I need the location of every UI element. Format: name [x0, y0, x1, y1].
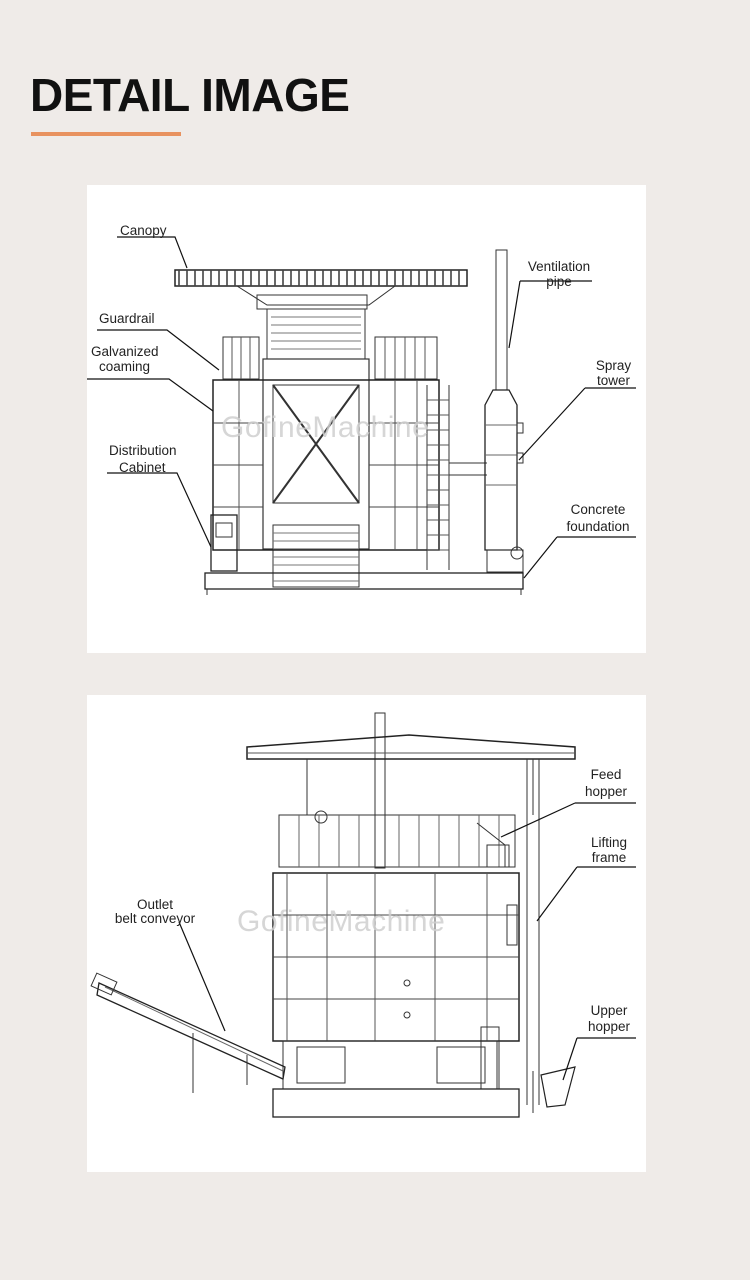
- label-lifting-frame-line1: Lifting: [590, 835, 628, 850]
- label-spray-tower-line1: Spray: [595, 358, 632, 373]
- ventilation-pipe-shape: [495, 249, 508, 391]
- label-distribution-cabinet-line1: Distribution: [109, 443, 177, 458]
- lifting-frame-shape: [506, 759, 540, 1105]
- watermark: GofineMachine: [237, 905, 446, 938]
- callout-leaders: [87, 236, 636, 579]
- base-slab: [272, 1088, 520, 1118]
- upper-hopper-shape: [532, 1066, 576, 1113]
- watermark: GofineMachine: [221, 411, 430, 444]
- diagram-panel-side-view: Feed hopper Lifting frame Outlet belt co…: [87, 695, 646, 1172]
- side-ladder: [426, 385, 450, 570]
- feed-hopper-shape: [476, 822, 510, 868]
- fermenter-front-drawing: [87, 236, 636, 595]
- callout-leaders-2: [178, 802, 636, 1081]
- main-tank-body: [212, 379, 440, 551]
- outlet-conveyor-shape: [90, 972, 286, 1093]
- fermenter-side-drawing: [90, 712, 636, 1118]
- label-lifting-frame-line2: frame: [591, 850, 627, 865]
- label-ventilation-pipe-line1: Ventilation: [527, 259, 591, 274]
- lower-section: [282, 1026, 500, 1090]
- label-distribution-cabinet-line2: Cabinet: [119, 460, 166, 475]
- diagram-panel-front-view: Canopy Ventilation pipe Guardrail Galvan…: [87, 185, 646, 653]
- exhaust-duct: [449, 462, 487, 476]
- page-title: DETAIL IMAGE: [30, 69, 350, 121]
- label-outlet-belt-conveyor-line1: Outlet: [136, 897, 174, 912]
- label-spray-tower-line2: tower: [596, 373, 630, 388]
- top-guardrail: [278, 810, 516, 868]
- label-upper-hopper-line1: Upper: [590, 1003, 628, 1018]
- label-ventilation-pipe-line2: pipe: [546, 274, 572, 289]
- label-guardrail: Guardrail: [99, 311, 155, 326]
- tank-body-side: [272, 872, 520, 1042]
- label-galvanized-coaming-line1: Galvanized: [91, 344, 159, 359]
- label-galvanized-coaming-line2: coaming: [99, 359, 151, 374]
- foundation-shape: [204, 572, 524, 595]
- canopy-roof: [174, 269, 468, 310]
- label-canopy: Canopy: [120, 223, 167, 238]
- guardrail: [222, 336, 438, 380]
- spray-tower-shape: [484, 389, 524, 573]
- label-upper-hopper-line2: hopper: [587, 1019, 631, 1034]
- distribution-cabinet-shape: [210, 514, 238, 572]
- label-outlet-belt-conveyor-line2: belt conveyor: [114, 911, 196, 926]
- label-feed-hopper-line1: Feed: [590, 767, 622, 782]
- label-concrete-foundation-line2: foundation: [566, 519, 630, 534]
- chimney-pipe: [374, 712, 386, 869]
- label-feed-hopper-line2: hopper: [584, 784, 628, 799]
- roof-shape: [246, 734, 576, 815]
- title-underline: [31, 132, 181, 136]
- elevator-housing: [262, 308, 370, 588]
- label-concrete-foundation-line1: Concrete: [570, 502, 626, 517]
